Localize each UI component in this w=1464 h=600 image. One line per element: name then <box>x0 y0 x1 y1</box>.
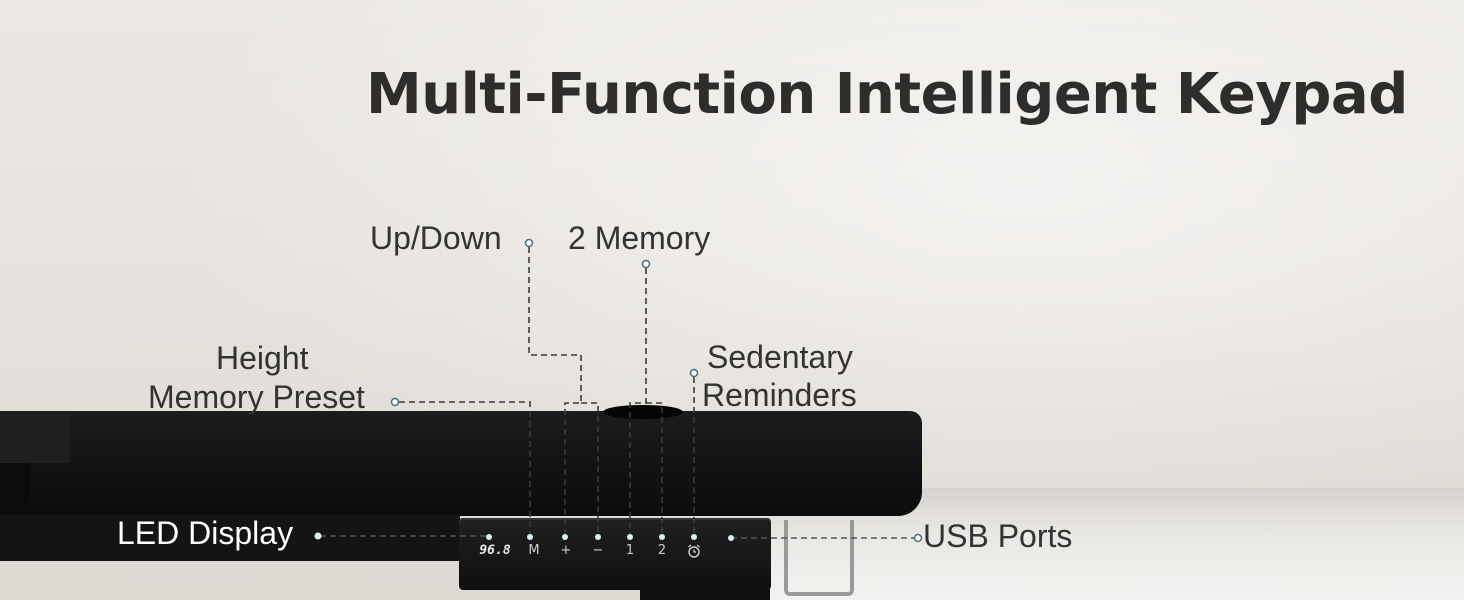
memory-2-key[interactable]: 2 <box>657 543 667 558</box>
up-key[interactable]: + <box>560 543 572 558</box>
up-down-label: Up/Down <box>370 220 502 256</box>
led-display-label: LED Display <box>117 515 294 551</box>
usb-ports-label: USB Ports <box>923 518 1073 554</box>
memory-label: 2 Memory <box>568 220 711 256</box>
desk-left-panel <box>0 411 70 463</box>
memory-1-key[interactable]: 1 <box>625 543 635 558</box>
sedentary-label-line1: Sedentary <box>707 339 853 375</box>
memory-set-key[interactable]: M <box>528 543 540 558</box>
page-title: Multi-Function Intelligent Keypad <box>366 62 1408 127</box>
down-key[interactable]: − <box>592 543 604 558</box>
desk-frame <box>0 515 460 561</box>
alarm-clock-icon[interactable] <box>683 540 705 562</box>
led-display-readout: 96.8 <box>479 543 511 558</box>
cable-grommet <box>603 405 683 419</box>
sedentary-label-line2: Reminders <box>702 377 857 413</box>
desk-top <box>30 411 922 515</box>
headphone-hook <box>784 520 854 596</box>
height-label-line1: Height <box>216 340 309 376</box>
height-label-line2: Memory Preset <box>148 379 365 415</box>
